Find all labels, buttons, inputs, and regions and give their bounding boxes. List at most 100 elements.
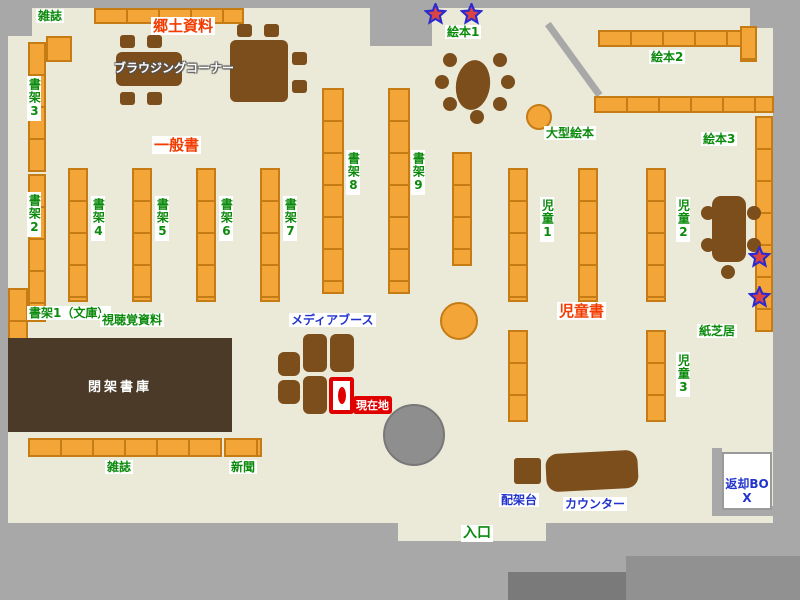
- closed-stacks-area: 閉架書庫: [8, 338, 232, 432]
- media-booth-unit: [278, 380, 300, 404]
- shelf-shelf4: [68, 168, 88, 302]
- chair: [292, 52, 307, 65]
- sorting-table-desk: [514, 458, 541, 484]
- shelf-children-lower: [508, 330, 528, 422]
- browsing-table-right: [230, 40, 288, 102]
- wall-bottom-center-block: [508, 572, 626, 600]
- browsing-table-left: [116, 52, 182, 86]
- wall-top-left: [0, 0, 32, 36]
- stool: [501, 75, 515, 89]
- label-picture-books-3: 絵本3: [701, 132, 738, 147]
- label-counter: カウンター: [563, 497, 628, 512]
- stool: [435, 75, 449, 89]
- chair: [147, 92, 162, 105]
- star-marker-icon: [748, 286, 771, 308]
- label-kamishibai: 紙芝居: [697, 324, 738, 339]
- stool: [721, 265, 735, 279]
- shelf-magazines-top: [46, 36, 72, 62]
- label-children-3: 児童3: [676, 352, 691, 397]
- label-shelf6: 書架6: [219, 196, 234, 241]
- media-booth-unit: [303, 334, 327, 372]
- shelf-magazines-bottom: [28, 438, 222, 457]
- shelf-newspapers: [224, 438, 262, 457]
- stool: [747, 206, 761, 220]
- shelf-kamishibai-wall: [755, 116, 773, 332]
- wall-returnbox-bottom: [712, 506, 774, 516]
- stool: [493, 97, 507, 111]
- wall-top-right: [750, 0, 800, 28]
- round-table: [440, 302, 478, 340]
- current-location-label: 現在地: [353, 396, 392, 414]
- media-booth-unit: [330, 334, 354, 372]
- label-shelf5: 書架5: [155, 196, 170, 241]
- current-location-dot: [337, 387, 346, 404]
- shelf-picture-books-3: [594, 96, 774, 113]
- label-sorting-table: 配架台: [499, 493, 540, 508]
- label-shelf2: 書架2: [27, 192, 42, 237]
- stool: [443, 53, 457, 67]
- counter-desk: [545, 449, 639, 493]
- shelf-picture-books-2: [598, 30, 756, 47]
- wall-returnbox-side: [712, 448, 722, 514]
- chair: [237, 24, 252, 37]
- media-booth-unit: [278, 352, 300, 376]
- label-childrens-books: 児童書: [557, 302, 607, 320]
- label-shelf8: 書架8: [346, 150, 361, 195]
- label-audiovisual: 視聴覚資料: [100, 313, 165, 328]
- label-browsing-corner: ブラウジングコーナー: [114, 61, 235, 75]
- shelf-shelf8: [322, 88, 344, 294]
- chair: [120, 92, 135, 105]
- shelf-audiovisual: [8, 288, 28, 340]
- return-box-label: 返却BOX: [725, 477, 769, 506]
- label-shelf9: 書架9: [411, 150, 426, 195]
- label-magazines-bottom: 雑誌: [105, 460, 134, 475]
- media-booth-unit: [303, 376, 327, 414]
- chair: [120, 35, 135, 48]
- shelf-center-small: [452, 152, 472, 266]
- stool: [470, 110, 484, 124]
- stool: [493, 53, 507, 67]
- star-marker-icon: [424, 3, 447, 25]
- label-picture-books-2: 絵本2: [649, 50, 686, 65]
- shelf-shelf6: [196, 168, 216, 302]
- shelf-children-2: [646, 168, 666, 302]
- label-shelf7: 書架7: [283, 196, 298, 241]
- star-marker-icon: [748, 246, 771, 268]
- current-location-marker: [329, 377, 354, 414]
- stool: [701, 238, 715, 252]
- chair: [147, 35, 162, 48]
- return-box: 返却BOX: [722, 452, 772, 510]
- children-table: [712, 196, 746, 262]
- shelf-shelf5: [132, 168, 152, 302]
- label-children-2: 児童2: [676, 197, 691, 242]
- shelf-children-mid: [578, 168, 598, 302]
- shelf-top-right-corner: [740, 26, 757, 62]
- star-marker-icon: [460, 3, 483, 25]
- label-media-booth: メディアブース: [289, 313, 376, 328]
- wall-top-center: [370, 0, 432, 46]
- label-large-picture-books: 大型絵本: [544, 126, 597, 141]
- large-picture-books-stand: [526, 104, 552, 130]
- stool: [747, 238, 761, 252]
- shelf-children-1: [508, 168, 528, 302]
- shelf-shelf7: [260, 168, 280, 302]
- stool: [701, 206, 715, 220]
- label-general-books: 一般書: [152, 136, 202, 154]
- label-local-materials: 郷土資料: [151, 17, 216, 35]
- pillar: [383, 404, 445, 466]
- shelf-children-3: [646, 330, 666, 422]
- chair: [264, 24, 279, 37]
- closed-stacks-label: 閉架書庫: [87, 379, 152, 395]
- label-children-1: 児童1: [540, 197, 555, 242]
- shelf-shelf9: [388, 88, 410, 294]
- chair: [292, 80, 307, 93]
- label-newspapers: 新聞: [229, 460, 258, 475]
- label-picture-books-1: 絵本1: [445, 25, 482, 40]
- label-magazines-top: 雑誌: [36, 9, 65, 24]
- label-entrance: 入口: [461, 525, 493, 542]
- label-shelf3: 書架3: [27, 76, 42, 121]
- label-shelf4: 書架4: [91, 196, 106, 241]
- label-shelf1-bunko: 書架1（文庫）: [27, 306, 112, 321]
- wall-bottom-right-block: [626, 556, 800, 600]
